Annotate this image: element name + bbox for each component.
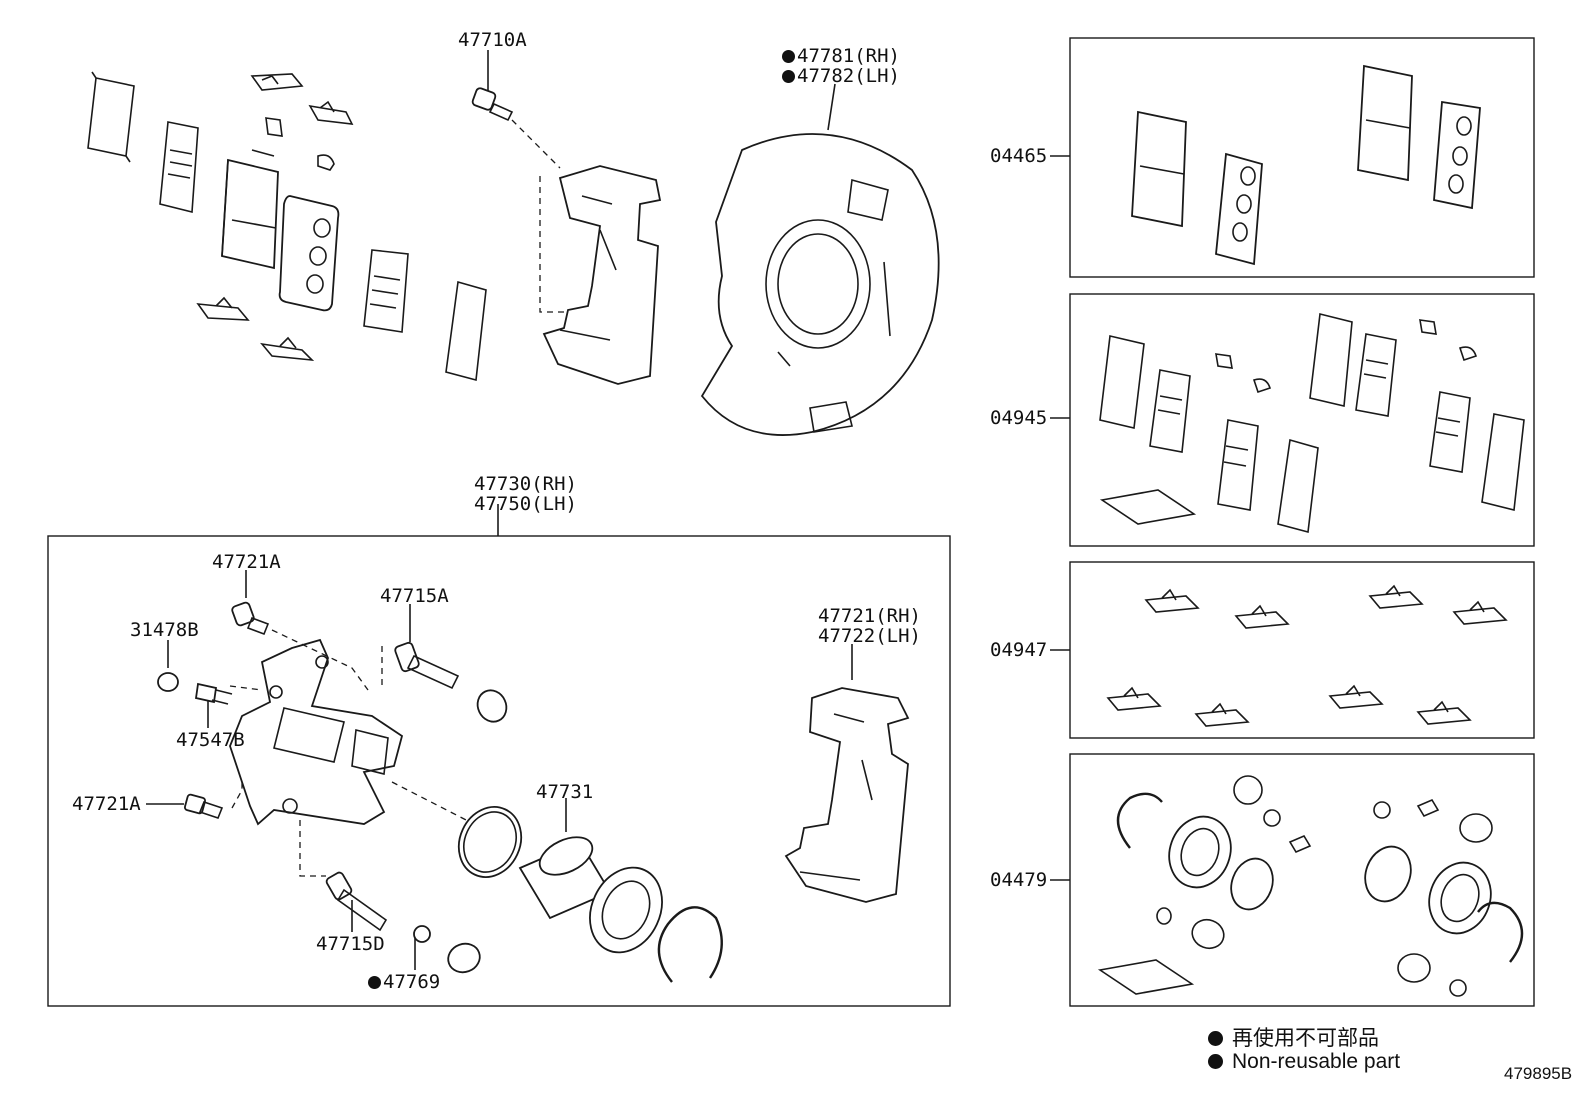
piston-seal-drawing <box>457 806 723 983</box>
label-47731: 47731 <box>536 781 594 803</box>
bullet-icon <box>1208 1031 1223 1046</box>
kit-04945-drawing <box>1099 313 1525 534</box>
label-47781-rh: 47781(RH) <box>782 46 900 66</box>
legend-en-text: Non-reusable part <box>1232 1050 1401 1073</box>
label-47721a-top: 47721A <box>212 551 281 573</box>
legend-en: Non-reusable part <box>1208 1050 1400 1074</box>
label-04947: 04947 <box>990 639 1048 661</box>
caliper-body-drawing <box>229 638 404 826</box>
label-47710a: 47710A <box>458 29 527 51</box>
kit-04947-drawing <box>1106 584 1508 727</box>
bullet-icon <box>1208 1054 1223 1069</box>
caliper-small-parts-drawing <box>157 601 508 974</box>
label-04479: 04479 <box>990 869 1048 891</box>
right-bracket-drawing <box>784 687 910 903</box>
label-47721-rh: 47721(RH) <box>818 605 921 627</box>
kit-04945-box <box>1069 293 1535 547</box>
label-04945: 04945 <box>990 407 1048 429</box>
kit-04465-box <box>1069 37 1535 278</box>
label-47715d: 47715D <box>316 933 385 955</box>
label-47769: 47769 <box>368 972 440 992</box>
pad-set-drawing <box>87 71 487 382</box>
label-47782-lh: 47782(LH) <box>782 66 900 86</box>
legend-jp-text: 再使用不可部品 <box>1232 1027 1379 1050</box>
caliper-assembly-box <box>47 535 951 1007</box>
legend-jp: 再使用不可部品 <box>1208 1022 1379 1052</box>
label-31478b: 31478B <box>130 619 199 641</box>
label-47750-lh: 47750(LH) <box>474 493 577 515</box>
label-04465: 04465 <box>990 145 1048 167</box>
label-47715a: 47715A <box>380 585 449 607</box>
kit-04479-drawing <box>1097 775 1524 997</box>
label-47722-lh: 47722(LH) <box>818 625 921 647</box>
bolt-47710a-drawing <box>471 87 514 122</box>
document-id: 479895B <box>1504 1064 1573 1083</box>
label-47730-rh: 47730(RH) <box>474 473 577 495</box>
dust-shield-drawing <box>700 133 940 436</box>
top-bracket-drawing <box>542 165 662 385</box>
label-47547b: 47547B <box>176 729 245 751</box>
kit-04947-box <box>1069 561 1535 739</box>
kit-04465-drawing <box>1131 64 1481 266</box>
label-47721a-bottom: 47721A <box>72 793 141 815</box>
